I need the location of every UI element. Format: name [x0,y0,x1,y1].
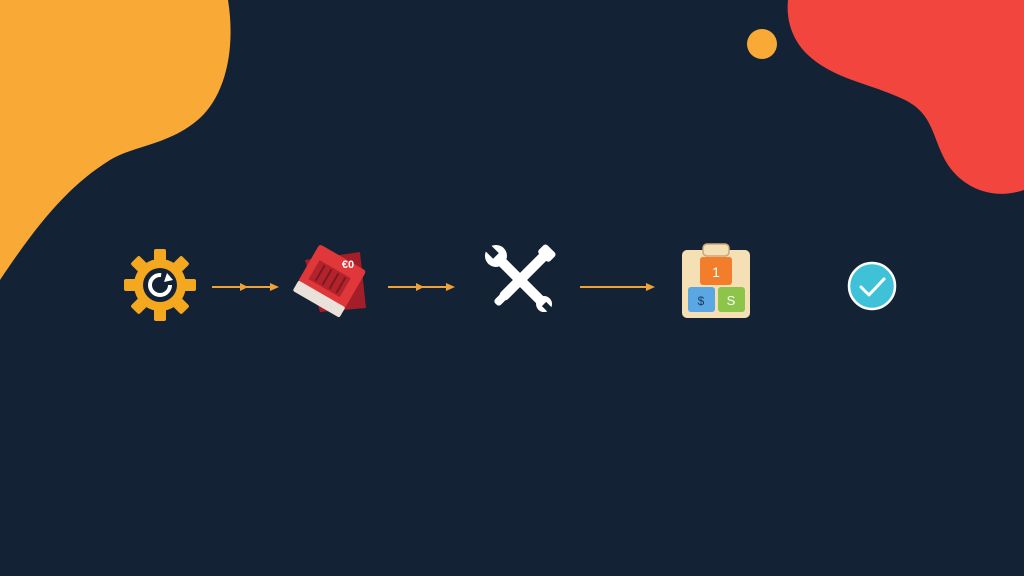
red-blob-shape [787,0,1024,194]
arrow-connector-3 [580,283,655,291]
ticket-label: €0 [342,259,354,271]
ticket-card-icon: €0 [293,245,366,318]
block-label-orange: 1 [712,264,720,280]
arrow-connector-1 [212,283,279,291]
checkmark-circle-icon [847,261,897,311]
block-label-blue: $ [698,294,705,308]
arrow-connector-2 [388,283,455,291]
wrench-tools-icon [483,243,556,314]
block-label-green: S [727,293,736,308]
orange-dot-shape [747,29,777,59]
orange-blob-shape [0,0,231,280]
clipboard-blocks-icon: 1 $ S [682,243,750,318]
gear-refresh-icon [124,249,196,321]
